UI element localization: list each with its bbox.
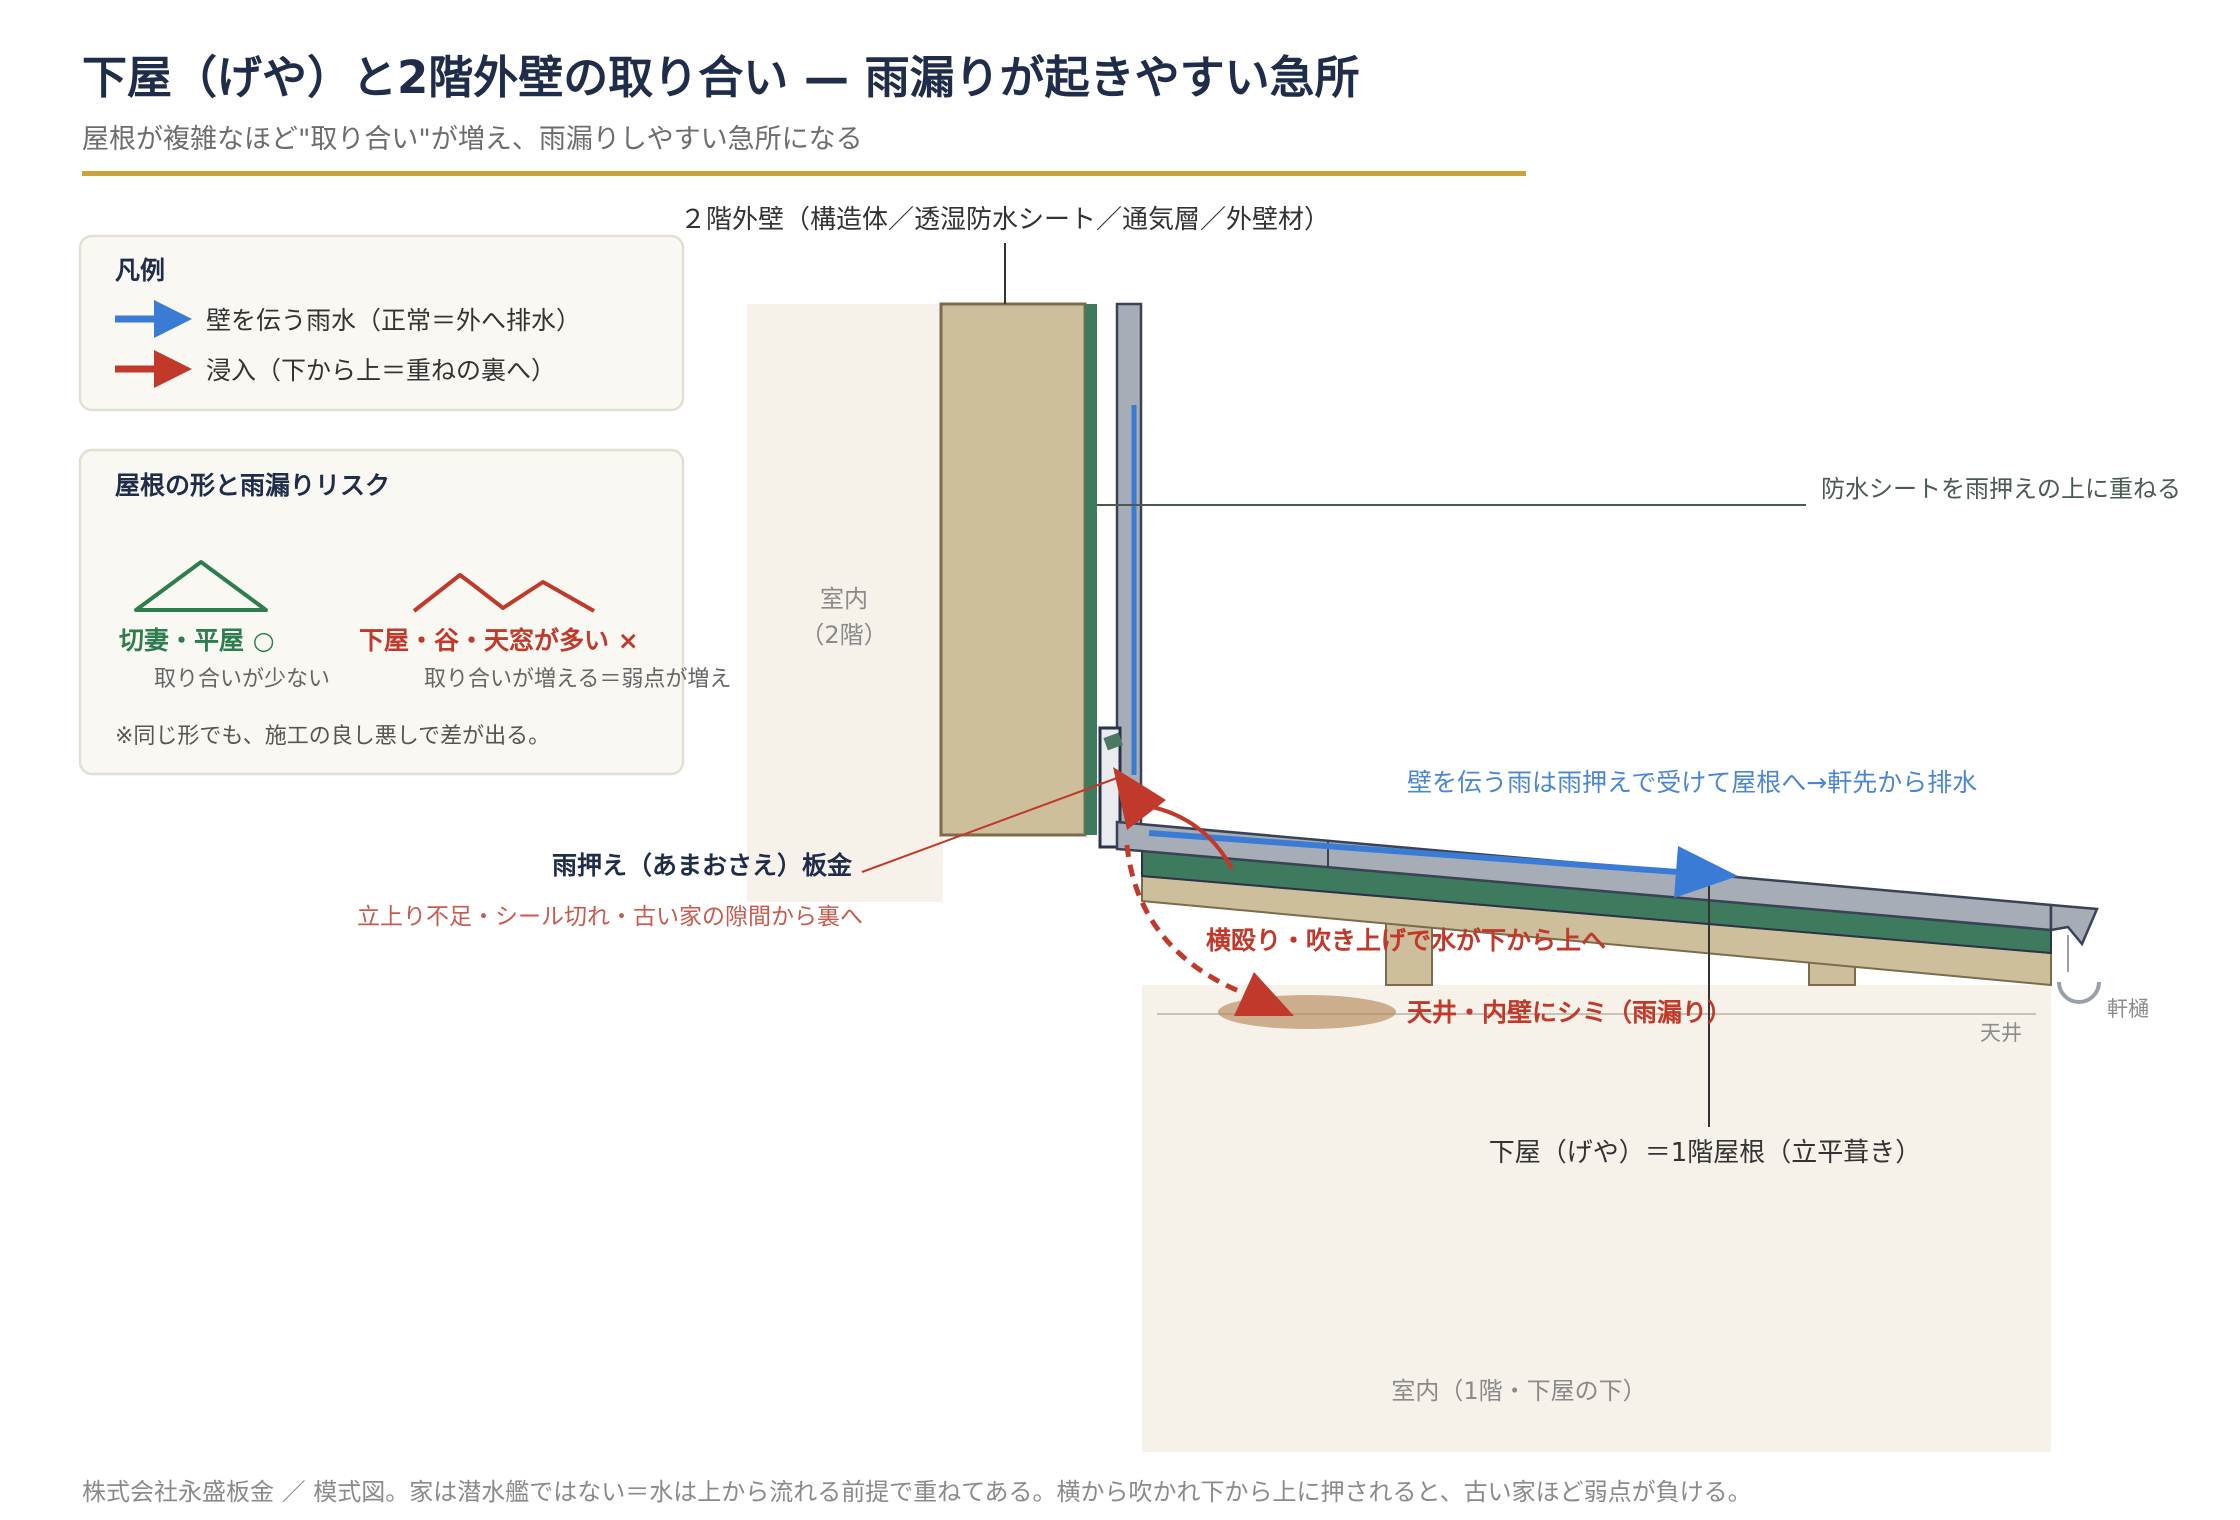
blue-arrow-icon [115, 300, 192, 338]
gable-roof-icon [134, 560, 268, 612]
risk-box [78, 448, 685, 776]
roof-label: 下屋（げや）＝1階屋根（立平葺き） [1489, 1138, 1922, 1168]
complex-roof-label: 下屋・谷・天窓が多い × [359, 626, 639, 655]
room-2f-label: 室内 [820, 585, 868, 613]
drip-edge [2049, 903, 2099, 947]
flashing-label: 雨押え（あまおさえ）板金 [552, 851, 853, 880]
eaves-gutter-icon [2057, 981, 2101, 1004]
waterproof-sheet [1085, 304, 1097, 835]
legend-heading: 凡例 [115, 256, 165, 285]
wall-label: ２階外壁（構造体／透湿防水シート／通気層／外壁材） [680, 205, 1330, 235]
room-1f-label: 室内（1階・下屋の下） [1391, 1377, 1646, 1405]
sheet-note: 防水シートを雨押えの上に重ねる [1821, 475, 2181, 503]
legend-box [78, 234, 685, 412]
room-1f [1142, 985, 2051, 1452]
wall-structure [939, 302, 1087, 837]
roof-water-arrow [1148, 830, 1738, 898]
footer-note: 株式会社永盛板金 ／ 模式図。家は潜水艦ではない＝水は上から流れる前提で重ねてあ… [82, 1478, 1752, 1506]
room-2f-floor: （2階） [800, 621, 887, 649]
legend-item-intrusion-label: 浸入（下から上＝重ねの裏へ） [206, 356, 556, 385]
risk-panel: 屋根の形と雨漏りリスク 切妻・平屋 ○ 取り合いが少ない 下屋・谷・天窓が多い … [78, 448, 731, 776]
room-2f [747, 304, 943, 902]
ceiling-label: 天井 [1980, 1021, 2022, 1045]
risk-heading: 屋根の形と雨漏りリスク [115, 471, 390, 500]
page-subtitle: 屋根が複雑なほど"取り合い"が増え、雨漏りしやすい急所になる [82, 124, 863, 155]
flashing-label-leader [861, 777, 1118, 873]
flashing-issue-note: 立上り不足・シール切れ・古い家の隙間から裏へ [357, 904, 863, 930]
risk-footnote: ※同じ形でも、施工の良し悪しで差が出る。 [115, 724, 550, 749]
gutter-label: 軒樋 [2107, 997, 2149, 1021]
simple-roof-label: 切妻・平屋 ○ [119, 626, 275, 655]
wind-note: 横殴り・吹き上げで水が下から上へ [1206, 926, 1606, 955]
intrusion-arrow [1113, 767, 1234, 870]
title-rule [82, 171, 1526, 176]
legend-panel: 凡例 壁を伝う雨水（正常＝外へ排水） 浸入（下から上＝重ねの裏へ） [78, 234, 685, 412]
red-arrow-icon [115, 350, 192, 388]
stain-note: 天井・内壁にシミ（雨漏り） [1407, 998, 1732, 1027]
complex-roof-icon [412, 573, 595, 613]
sealant [1103, 732, 1123, 751]
leak-path-arrow [1124, 844, 1294, 1016]
legend-item-water-label: 壁を伝う雨水（正常＝外へ排水） [206, 306, 581, 335]
complex-roof-note: 取り合いが増える＝弱点が増え [424, 667, 731, 692]
page-title: 下屋（げや）と2階外壁の取り合い — 雨漏りが起きやすい急所 [82, 51, 1360, 104]
flow-note: 壁を伝う雨は雨押えで受けて屋根へ→軒先から排水 [1407, 768, 1977, 797]
simple-roof-note: 取り合いが少ない [154, 667, 330, 692]
